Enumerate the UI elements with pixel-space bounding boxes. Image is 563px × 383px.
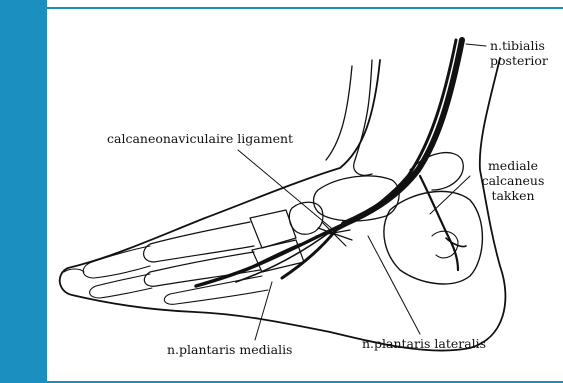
tibial-nerve [344, 40, 462, 224]
lateral-plantar-nerve [282, 230, 336, 278]
ankle-contour [326, 66, 352, 160]
label-plantaris-lateralis: n.plantaris lateralis [362, 336, 486, 351]
leader-calcaneus [430, 176, 470, 214]
foot-outline [60, 58, 506, 351]
label-calcaneus-line-1: mediale [472, 158, 554, 173]
label-tibialis-line-1: n.tibialis [490, 38, 548, 53]
label-calcaneus-line-3: takken [472, 188, 554, 203]
leader-ligament [238, 150, 336, 232]
toe-phalanges [83, 246, 150, 278]
label-plantaris-medialis: n.plantaris medialis [167, 342, 292, 357]
label-tibialis-line-2: posterior [490, 53, 548, 68]
leader-tibialis [466, 44, 486, 46]
leader-lateralis [368, 236, 420, 334]
label-ligament: calcaneonaviculaire ligament [107, 131, 293, 146]
label-calcaneus-line-2: calcaneus [472, 173, 554, 188]
label-tibialis-posterior: n.tibialis posterior [490, 38, 548, 68]
medial-plantar-branch-2 [236, 232, 330, 282]
label-calcaneus: mediale calcaneus takken [472, 158, 554, 203]
metatarsal-1 [144, 222, 254, 262]
